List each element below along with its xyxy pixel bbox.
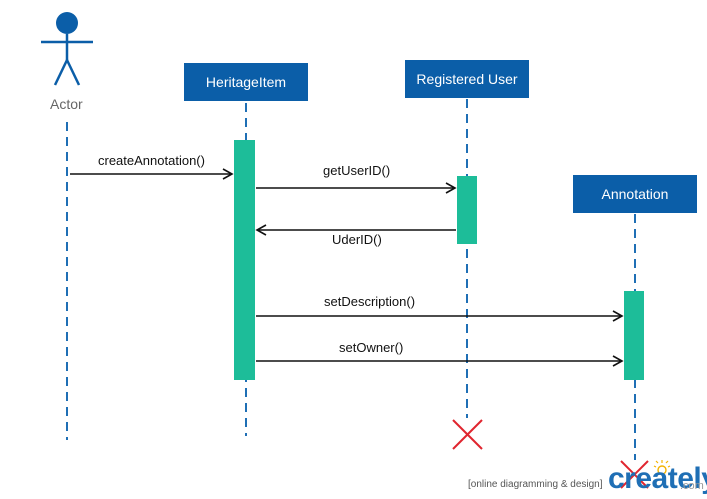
get-user-id-label: getUserID() (323, 163, 391, 178)
brand-logo: creately (608, 462, 707, 495)
brand-suffix: .com (680, 480, 704, 492)
heritage-item-activation (234, 140, 255, 380)
registered-user-label: Registered User (416, 71, 518, 87)
annotation-destroy-icon (620, 460, 649, 489)
registered-user-destroy-icon (452, 419, 483, 450)
actor-label: Actor (50, 96, 83, 112)
annotation-activation (624, 291, 644, 380)
annotation-label: Annotation (601, 186, 669, 202)
heritage-item-label: HeritageItem (205, 74, 287, 90)
set-description-label: setDescription() (324, 294, 416, 309)
heritage-item-box: HeritageItem (184, 63, 308, 101)
set-owner-label: setOwner() (339, 340, 404, 355)
registered-user-activation (457, 176, 477, 244)
footer-tagline: [online diagramming & design] (468, 479, 603, 490)
uder-id-label: UderID() (332, 232, 382, 247)
sun-logo-icon (653, 460, 671, 475)
create-annotation-label: createAnnotation() (98, 153, 205, 168)
actor-icon (41, 12, 93, 86)
annotation-box: Annotation (573, 175, 697, 213)
registered-user-box: Registered User (405, 60, 529, 98)
